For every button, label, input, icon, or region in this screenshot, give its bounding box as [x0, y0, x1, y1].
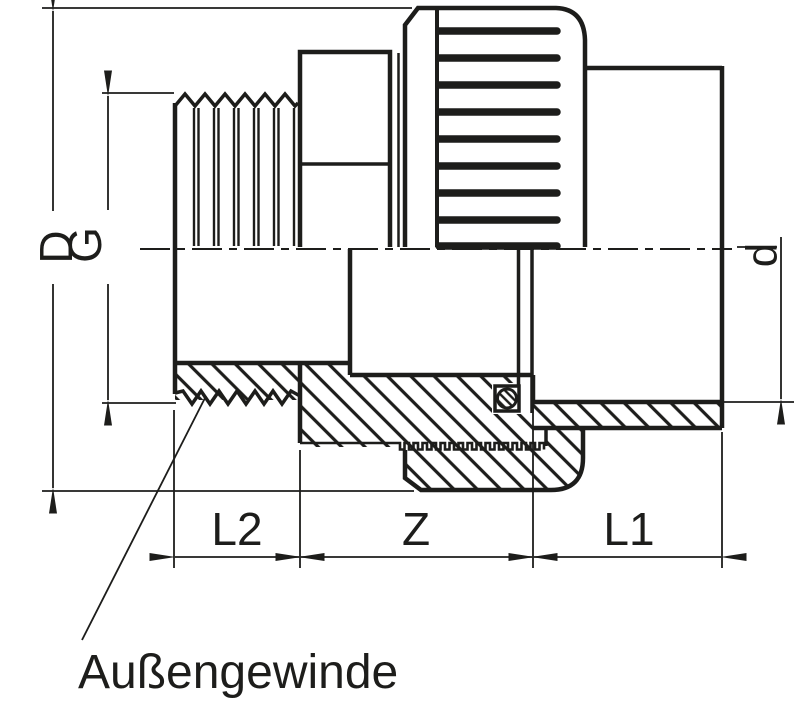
thread-crest-profile-top — [173, 91, 300, 109]
hatch-socket-wall — [533, 402, 722, 428]
part-outlines — [172, 5, 725, 493]
dimension-d — [724, 237, 794, 425]
dim-label-D: D — [30, 230, 82, 263]
o-ring — [493, 384, 521, 413]
joint-gap — [519, 377, 532, 414]
male-thread — [172, 91, 301, 408]
nut-grip-ribs — [435, 27, 561, 250]
hatch-hex-wall — [300, 363, 350, 447]
dim-label-G: G — [59, 227, 111, 263]
thread-flank-lines — [192, 108, 296, 246]
dimension-D — [42, 0, 414, 514]
annotation-aussengewinde: Außengewinde — [78, 646, 398, 699]
dim-label-Z: Z — [402, 503, 430, 555]
socket-end — [533, 65, 725, 431]
o-ring-seal — [496, 387, 518, 410]
dimension-G — [102, 70, 176, 426]
nut-thread-serration — [300, 441, 546, 451]
nut-section-outline — [402, 428, 586, 493]
hatch-union-nut-wall — [405, 428, 583, 490]
leader-line — [81, 395, 207, 641]
union-nut — [300, 5, 588, 493]
dimension-L2-Z-L1 — [149, 405, 747, 568]
thread-profile-section — [174, 387, 301, 408]
bore-edges — [175, 249, 722, 443]
dimensions — [42, 0, 794, 641]
hex-body — [297, 49, 400, 247]
dim-label-L1: L1 — [603, 503, 654, 555]
dim-label-L2: L2 — [211, 503, 262, 555]
dim-label-d: d — [738, 243, 787, 267]
